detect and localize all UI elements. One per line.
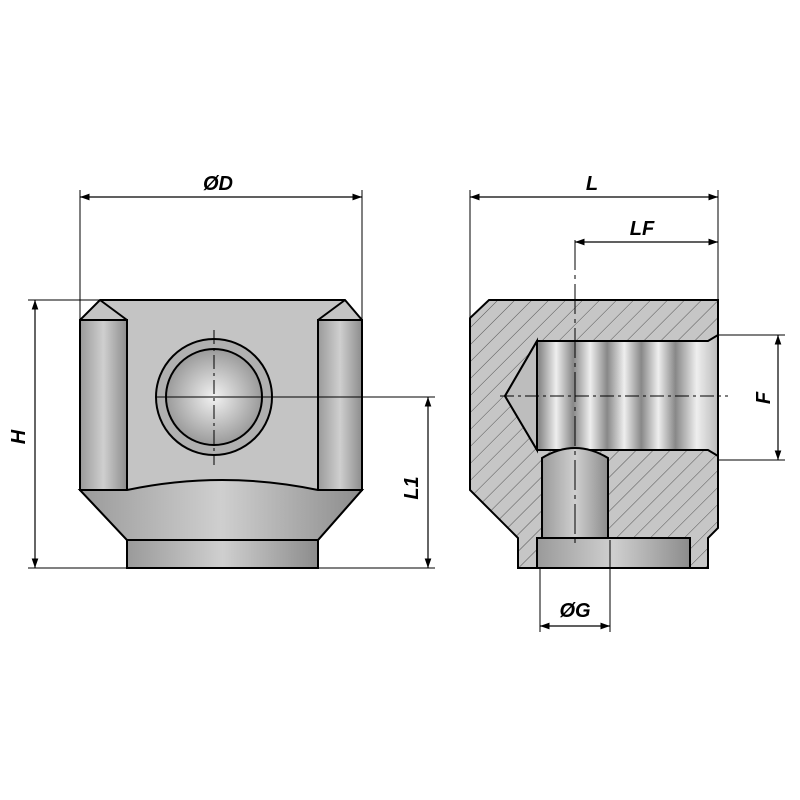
- vertical-hole: [541, 447, 609, 541]
- label-lf: LF: [630, 218, 655, 240]
- counterbore: [536, 537, 691, 569]
- front-view: [77, 299, 365, 569]
- section-view: [469, 299, 719, 569]
- label-l1: L1: [401, 476, 423, 499]
- bottom-collar: [126, 539, 319, 569]
- right-flat: [317, 319, 363, 491]
- lower-chamfer: [77, 479, 365, 541]
- label-od: ØD: [203, 173, 233, 195]
- label-h: H: [8, 429, 30, 444]
- dimension-lines: [31, 193, 782, 630]
- label-l: L: [586, 173, 598, 195]
- label-og: ØG: [559, 600, 590, 622]
- left-flat: [79, 319, 128, 491]
- extension-lines: [28, 190, 785, 632]
- label-f: F: [753, 391, 775, 404]
